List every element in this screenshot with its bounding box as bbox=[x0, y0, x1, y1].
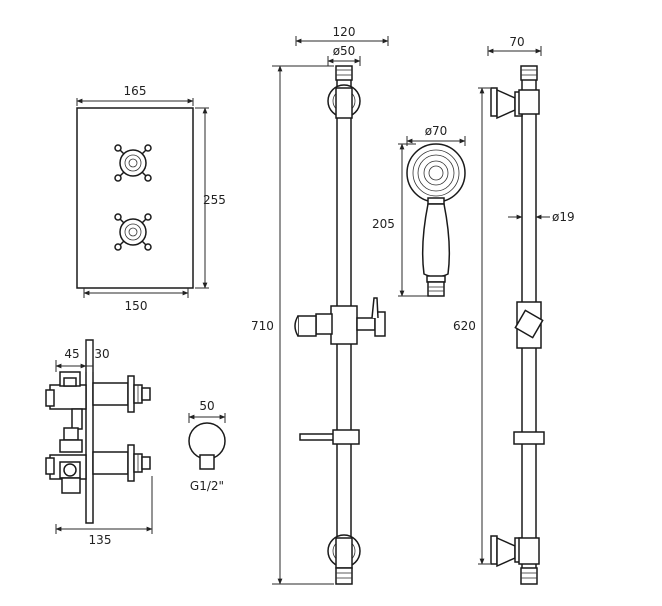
outlet-diameter-label: 50 bbox=[199, 399, 214, 413]
shower-rail-front: 120 ø50 710 bbox=[251, 25, 389, 585]
rail-rose-diameter-label: ø50 bbox=[333, 44, 356, 58]
outlet-thread-label: G1/2" bbox=[190, 479, 224, 493]
side-total-label: 135 bbox=[89, 533, 112, 547]
lower-cross-handle bbox=[114, 213, 152, 251]
plate-height-label: 255 bbox=[203, 193, 226, 207]
handset-length-label: 205 bbox=[372, 217, 395, 231]
handset-head-diameter-label: ø70 bbox=[425, 124, 448, 138]
side-depth-b-label: 30 bbox=[94, 347, 109, 361]
wall-outlet: 50 G1/2" bbox=[188, 399, 226, 493]
side-depth-a-label: 45 bbox=[64, 347, 79, 361]
shower-rail-side: 70 ø19 620 bbox=[453, 35, 575, 585]
side-rail-bracket-width-label: 70 bbox=[509, 35, 524, 49]
valve-plate-front: 165 255 150 bbox=[76, 84, 226, 313]
side-rail-tube-diameter-label: ø19 bbox=[552, 210, 575, 224]
upper-cross-handle bbox=[114, 144, 152, 182]
rail-total-height-label: 710 bbox=[251, 319, 274, 333]
plate-inner-width-label: 150 bbox=[125, 299, 148, 313]
shower-handset: ø70 205 bbox=[372, 124, 466, 297]
valve-side-view: 45 30 135 bbox=[45, 339, 153, 547]
side-rail-height-label: 620 bbox=[453, 319, 476, 333]
plate-width-label: 165 bbox=[124, 84, 147, 98]
rail-bracket-width-label: 120 bbox=[333, 25, 356, 39]
